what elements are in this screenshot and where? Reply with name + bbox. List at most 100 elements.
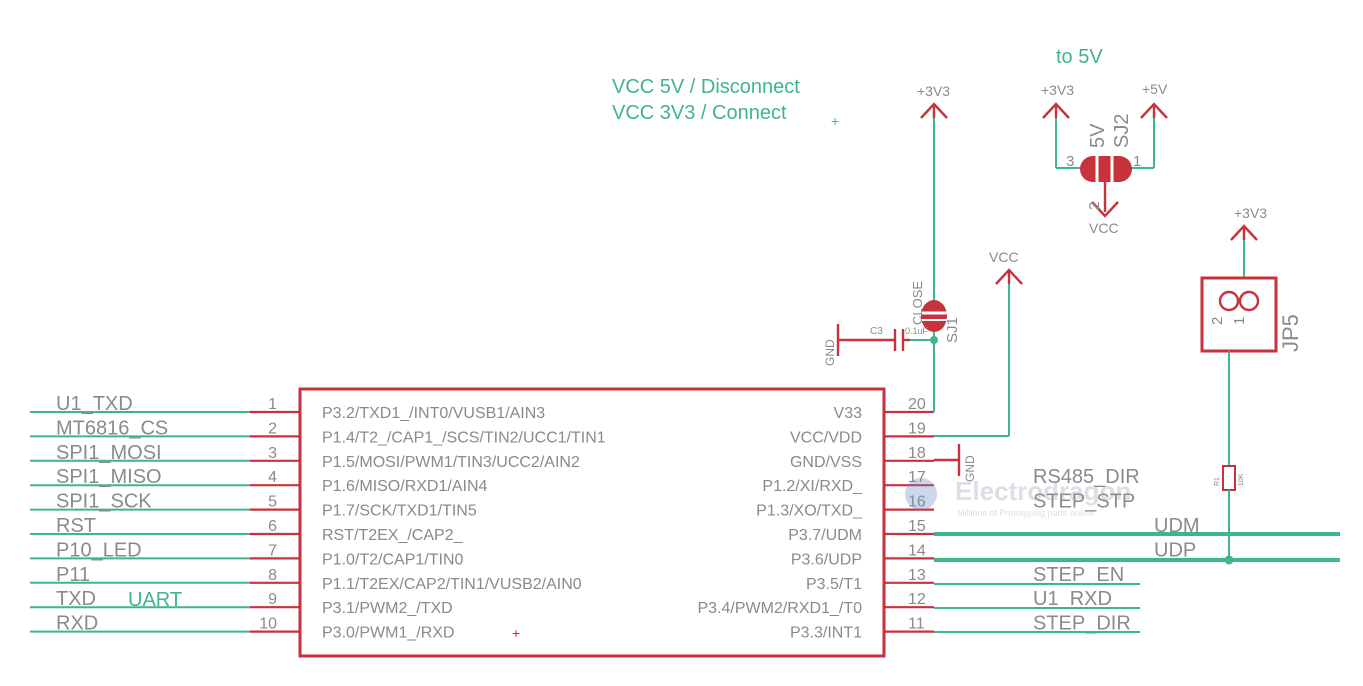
sj2-pin1: 1 bbox=[1133, 153, 1141, 170]
note-uart: UART bbox=[128, 589, 182, 611]
solder-jumper-sj2: +3V3 +5V VCC 3 1 2 5V SJ2 bbox=[1041, 81, 1168, 236]
pin-function: P1.1/T2EX/CAP2/TIN1/VUSB2/AIN0 bbox=[322, 576, 582, 593]
vcc-a-label: VCC bbox=[989, 249, 1019, 265]
pin-function: P3.3/INT1 bbox=[790, 625, 862, 642]
pin-number: 6 bbox=[268, 518, 277, 535]
r1-name: R1 bbox=[1214, 477, 1221, 486]
pin-number: 16 bbox=[908, 494, 926, 511]
net-label: SPI1_MISO bbox=[56, 466, 162, 488]
pin-number: 5 bbox=[268, 494, 277, 511]
c3-value: 0.1uF bbox=[905, 326, 929, 336]
net-label: STEP_DIR bbox=[1033, 613, 1131, 635]
supply-vcc-a: VCC bbox=[934, 249, 1023, 437]
net-label: RST bbox=[56, 515, 96, 537]
solder-jumper-sj1: SJ1 CLOSE bbox=[910, 281, 961, 404]
pin-function: P3.0/PWM1_/RXD bbox=[322, 625, 454, 642]
watermark: Electrodragon Millions of Prototyping pa… bbox=[905, 476, 1131, 518]
resistor-r1: R1 10K bbox=[1214, 465, 1245, 565]
sj2-5v-label: +5V bbox=[1142, 81, 1168, 97]
net-label: STEP_STP bbox=[1033, 491, 1135, 513]
pin-function: P3.4/PWM2/RXD1_/T0 bbox=[698, 600, 863, 617]
left-pin-5: SPI1_SCK 5P1.7/SCK/TXD1/TIN5 bbox=[30, 491, 477, 520]
pin-number: 8 bbox=[268, 567, 277, 584]
gnd-a-label: GND bbox=[823, 339, 837, 366]
pin-function: P1.3/XO/TXD_ bbox=[756, 503, 863, 520]
pin-number: 20 bbox=[908, 396, 926, 413]
left-pin-1: U1_TXD 1P3.2/TXD1_/INT0/VUSB1/AIN3 bbox=[30, 393, 545, 422]
pin-function: P3.7/UDM bbox=[788, 527, 862, 544]
sj2-3v3-label: +3V3 bbox=[1041, 82, 1074, 98]
gnd-b-label: GND bbox=[963, 455, 977, 482]
sj2-value: 5V bbox=[1087, 123, 1109, 148]
pin-number: 11 bbox=[908, 616, 925, 633]
net-label: U1_RXD bbox=[1033, 588, 1112, 610]
net-label: UDM bbox=[1154, 515, 1200, 537]
pin-function: P3.2/TXD1_/INT0/VUSB1/AIN3 bbox=[322, 405, 545, 422]
pin-number: 9 bbox=[268, 591, 277, 608]
sj2-pin3: 3 bbox=[1066, 153, 1074, 170]
supply-3v3-a: +3V3 bbox=[917, 83, 950, 300]
pin-number: 1 bbox=[268, 396, 277, 413]
note-to-5v: to 5V bbox=[1056, 46, 1103, 68]
ic-body bbox=[298, 387, 886, 658]
right-pin-16: 16P1.3/XO/TXD_ STEP_STP bbox=[756, 491, 1135, 520]
watermark-tagline: Millions of Prototyping parts online bbox=[957, 508, 1094, 518]
net-label: RXD bbox=[56, 613, 98, 635]
note-cross: + bbox=[831, 113, 839, 129]
pin-function: P1.4/T2_/CAP1_/SCS/TIN2/UCC1/TIN1 bbox=[322, 429, 606, 446]
net-label: MT6816_CS bbox=[56, 417, 168, 439]
gnd-symbol-a: GND bbox=[823, 324, 840, 366]
net-label: P10_LED bbox=[56, 539, 142, 561]
net-label: SPI1_MOSI bbox=[56, 442, 162, 464]
pin-number: 4 bbox=[268, 469, 277, 486]
pin-number: 13 bbox=[908, 567, 926, 584]
sj2-pin2: 2 bbox=[1086, 202, 1103, 210]
r1-value: 10K bbox=[1238, 473, 1245, 486]
net-label: SPI1_SCK bbox=[56, 491, 152, 513]
net-label: STEP_EN bbox=[1033, 564, 1124, 586]
pin-number: 19 bbox=[908, 420, 926, 437]
origin-cross: + bbox=[512, 625, 520, 641]
sj1-value: CLOSE bbox=[910, 281, 925, 325]
pin-number: 15 bbox=[908, 518, 926, 535]
left-pin-8: P11 8P1.1/T2EX/CAP2/TIN1/VUSB2/AIN0 bbox=[30, 564, 582, 593]
sj2-name: SJ2 bbox=[1111, 114, 1133, 148]
pin-function: P1.6/MISO/RXD1/AIN4 bbox=[322, 478, 487, 495]
pin-number: 12 bbox=[908, 591, 926, 608]
pin-function: V33 bbox=[834, 405, 863, 422]
net-label: P11 bbox=[56, 564, 90, 586]
pin-function: P3.5/T1 bbox=[806, 576, 862, 593]
capacitor-c3: C3 0.1uF bbox=[838, 326, 934, 351]
jp5-name: JP5 bbox=[1278, 314, 1303, 352]
pin-function: P3.6/UDP bbox=[791, 551, 862, 568]
header-jp5: +3V3 2 1 JP5 bbox=[1200, 205, 1303, 466]
pin-number: 7 bbox=[268, 542, 277, 559]
jp5-3v3-label: +3V3 bbox=[1234, 205, 1267, 221]
c3-name: C3 bbox=[870, 326, 883, 337]
gnd-symbol-b: GND bbox=[934, 444, 977, 482]
pin-function: RST/T2EX_/CAP2_ bbox=[322, 527, 464, 544]
pin-function: GND/VSS bbox=[790, 454, 862, 471]
jp5-pin1: 1 bbox=[1231, 317, 1248, 325]
pin-number: 18 bbox=[908, 445, 926, 462]
net-label: U1_TXD bbox=[56, 393, 133, 415]
left-pin-4: SPI1_MISO 4P1.6/MISO/RXD1/AIN4 bbox=[30, 466, 487, 495]
sj2-vcc-label: VCC bbox=[1089, 220, 1119, 236]
pin-function: P3.1/PWM2_/TXD bbox=[322, 600, 453, 617]
jp5-pin2: 2 bbox=[1209, 317, 1226, 325]
pin-function: P1.7/SCK/TXD1/TIN5 bbox=[322, 503, 477, 520]
